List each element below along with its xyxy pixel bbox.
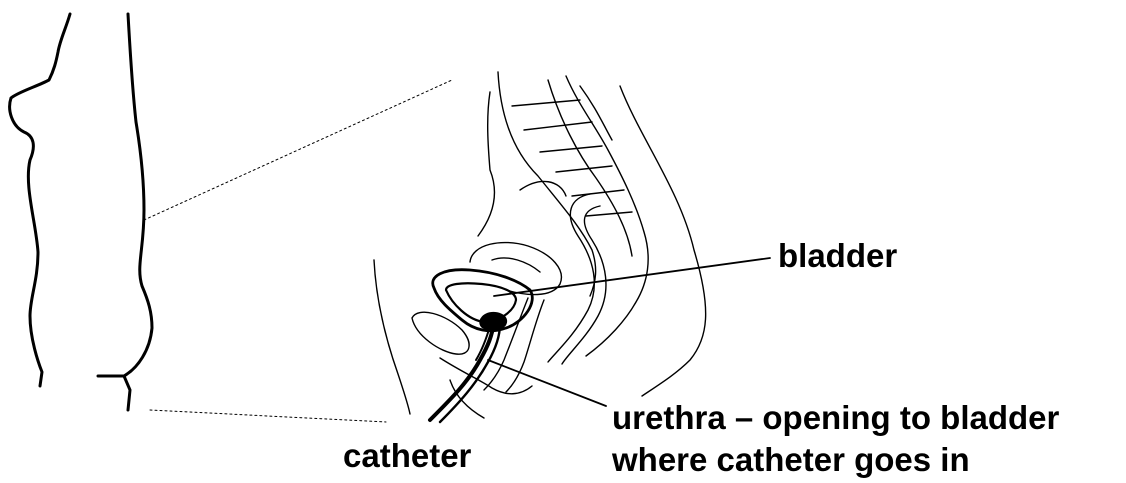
abdomen-front-outline (478, 92, 494, 236)
uterus-cavity (492, 258, 540, 272)
zoom-guide-lines (144, 80, 452, 422)
vertebra-divider-2 (524, 122, 592, 130)
vertebra-divider-5 (572, 190, 624, 196)
catheter-balloon-tip (480, 313, 506, 330)
vagina-front-wall (484, 298, 528, 390)
thigh-front-outline (374, 260, 410, 414)
thigh-inner-outline (450, 380, 484, 418)
sacrum-inner (580, 86, 612, 140)
urethra-label: urethra – opening to bladder (612, 398, 1059, 438)
vertebra-divider-6 (586, 212, 632, 216)
catheter-tube (430, 313, 506, 422)
label-leaders (488, 258, 770, 406)
body-front-outline (10, 14, 70, 386)
body-silhouette (10, 14, 152, 410)
bladder-label: bladder (778, 236, 897, 276)
vertebra-divider-3 (540, 146, 602, 152)
bladder-leader-line (494, 258, 770, 296)
vertebra-divider-4 (556, 166, 612, 172)
vertebra-divider-1 (512, 100, 580, 106)
zoom-guide-lower (150, 410, 386, 422)
uterus-outline (470, 243, 561, 295)
back-skin-outline (620, 86, 706, 396)
spine-back-edge (566, 76, 648, 356)
body-back-outline (98, 14, 152, 410)
urethra-leader-line (488, 360, 606, 406)
catheter-label: catheter (343, 436, 471, 476)
colon-loop (520, 181, 566, 196)
zoom-guide-upper (144, 80, 452, 220)
rectum-outer (548, 194, 594, 362)
pelvis-cross-section (374, 72, 706, 418)
urethra-label-continuation: where catheter goes in (612, 440, 970, 480)
